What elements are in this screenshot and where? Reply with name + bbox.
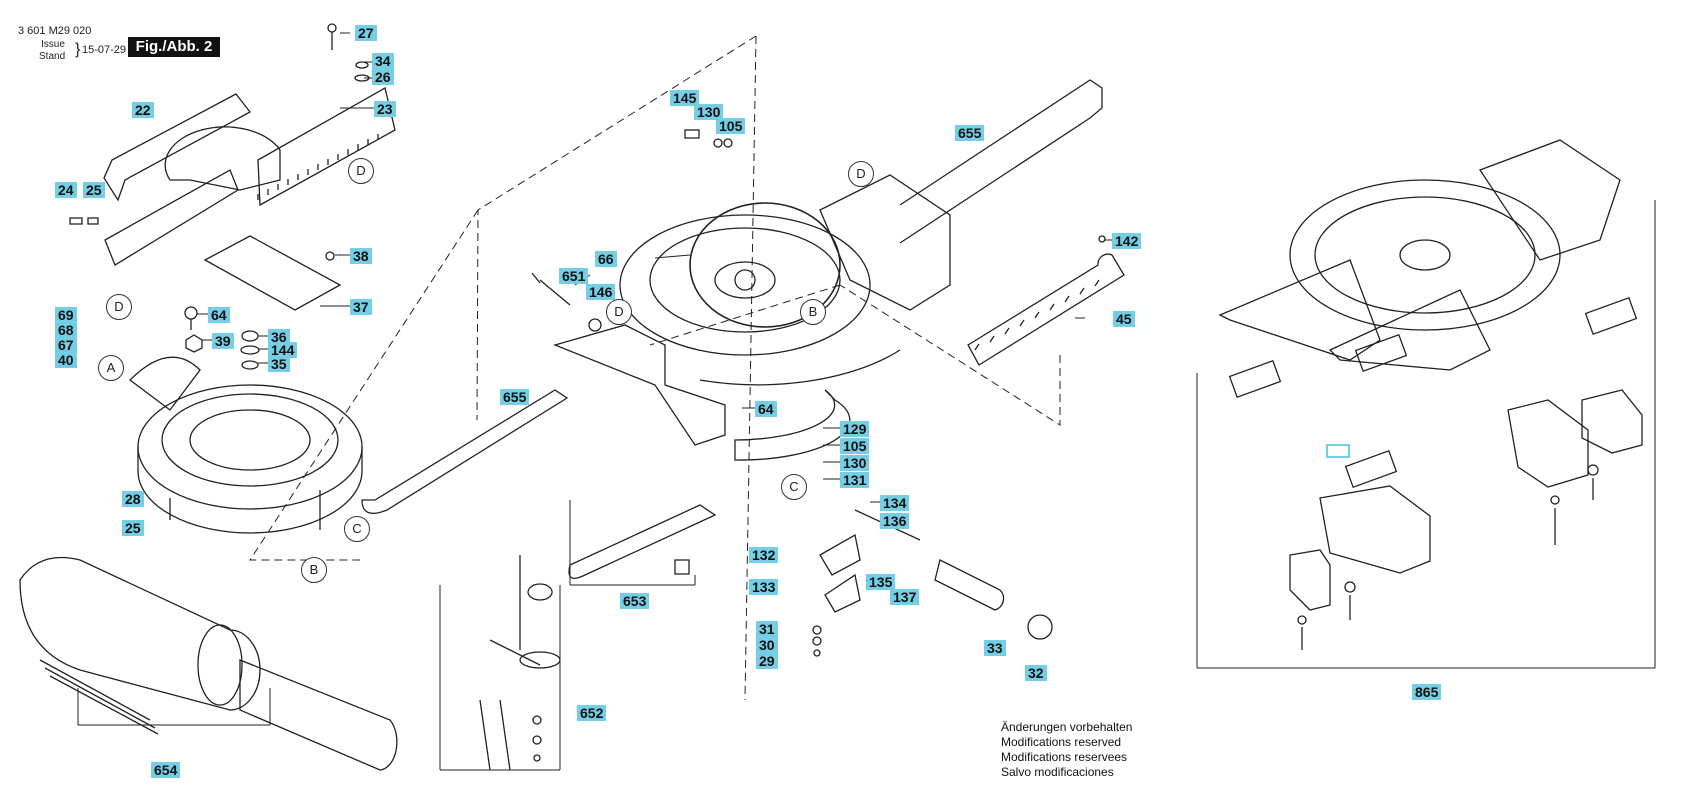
lock-parts bbox=[479, 504, 1053, 771]
part-label: 144 bbox=[268, 342, 298, 358]
part-label: 136 bbox=[880, 513, 910, 529]
part-label: 133 bbox=[749, 579, 779, 595]
ref-circle: D bbox=[348, 158, 374, 184]
part-label: 653 bbox=[620, 593, 650, 609]
miter-scale bbox=[967, 235, 1125, 366]
part-label: 145 bbox=[670, 90, 700, 106]
part-label: 135 bbox=[866, 574, 896, 590]
part-label: 30 bbox=[756, 637, 778, 653]
part-label: 132 bbox=[749, 547, 779, 563]
issue-label: Issue bbox=[41, 39, 65, 50]
part-label: 865 bbox=[1412, 684, 1442, 700]
brace: } bbox=[75, 41, 81, 58]
part-label: 105 bbox=[840, 438, 870, 454]
part-label: 35 bbox=[268, 356, 290, 372]
part-label: 105 bbox=[716, 118, 746, 134]
part-label: 32 bbox=[1025, 665, 1047, 681]
part-label: 29 bbox=[756, 653, 778, 669]
part-label: 130 bbox=[694, 104, 724, 120]
leader-lines bbox=[77, 32, 1656, 771]
part-label: 131 bbox=[840, 472, 870, 488]
base-casting bbox=[1218, 139, 1643, 650]
part-label: 130 bbox=[840, 455, 870, 471]
part-label: 67 bbox=[55, 337, 77, 353]
issue-date: 15-07-29 bbox=[82, 44, 127, 56]
part-label: 39 bbox=[212, 333, 234, 349]
part-label: 37 bbox=[350, 299, 372, 315]
part-number: 3 601 M29 020 bbox=[18, 25, 92, 37]
part-label: 654 bbox=[151, 762, 181, 778]
part-label: 137 bbox=[890, 589, 920, 605]
part-label: 129 bbox=[840, 421, 870, 437]
dust-bag bbox=[19, 556, 398, 771]
stand-label: Stand bbox=[39, 51, 66, 62]
ref-circle: A bbox=[98, 355, 124, 381]
part-label: 34 bbox=[372, 53, 394, 69]
part-label: 66 bbox=[595, 251, 617, 267]
part-label: 146 bbox=[586, 284, 616, 300]
note-line: Modifications reserved bbox=[1001, 735, 1122, 749]
part-label: 655 bbox=[955, 125, 985, 141]
part-label: 69 bbox=[55, 307, 77, 323]
part-label: 27 bbox=[355, 25, 377, 41]
part-label: 40 bbox=[55, 352, 77, 368]
part-label: 23 bbox=[374, 101, 396, 117]
part-label: 38 bbox=[350, 248, 372, 264]
ref-circle: D bbox=[106, 294, 132, 320]
part-label: 28 bbox=[122, 491, 144, 507]
note-line: Änderungen vorbehalten bbox=[1001, 720, 1133, 734]
part-label: 64 bbox=[208, 307, 230, 323]
part-label: 25 bbox=[122, 520, 144, 536]
ref-circle: B bbox=[301, 557, 327, 583]
part-label: 652 bbox=[577, 705, 607, 721]
ref-circle: C bbox=[781, 474, 807, 500]
part-label: 22 bbox=[132, 102, 154, 118]
part-label: 64 bbox=[755, 401, 777, 417]
turntable-base bbox=[361, 79, 1103, 514]
part-label: 651 bbox=[559, 268, 589, 284]
ref-circle: D bbox=[606, 299, 632, 325]
part-label: 36 bbox=[268, 329, 290, 345]
note-line: Modifications reservees bbox=[1001, 750, 1128, 764]
part-label: 24 bbox=[55, 182, 77, 198]
part-label: 26 bbox=[372, 69, 394, 85]
part-label: 45 bbox=[1113, 311, 1135, 327]
figure-title: Fig./Abb. 2 bbox=[128, 37, 220, 57]
ref-circle: C bbox=[344, 516, 370, 542]
note-line: Salvo modificaciones bbox=[1001, 765, 1114, 779]
part-label: 31 bbox=[756, 621, 778, 637]
fence-parts bbox=[69, 23, 396, 534]
ref-circle: B bbox=[800, 299, 826, 325]
part-label: 33 bbox=[984, 640, 1006, 656]
part-label: 142 bbox=[1112, 233, 1142, 249]
part-label: 655 bbox=[500, 389, 530, 405]
part-label: 134 bbox=[880, 495, 910, 511]
part-label: 68 bbox=[55, 322, 77, 338]
modifications-note: Änderungen vorbehalten Modifications res… bbox=[1001, 720, 1132, 780]
ref-circle: D bbox=[848, 161, 874, 187]
part-label: 25 bbox=[83, 182, 105, 198]
